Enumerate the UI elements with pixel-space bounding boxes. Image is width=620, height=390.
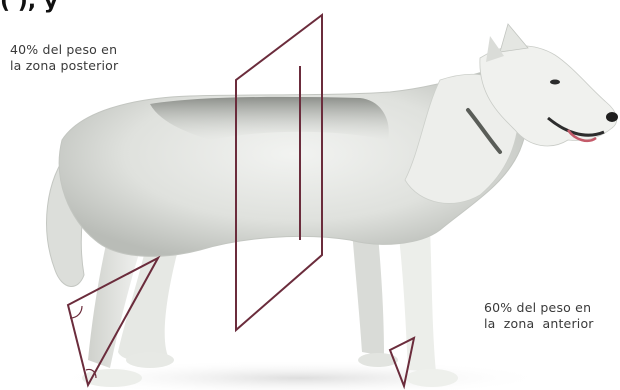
posterior-label-line-1: 40% del peso en (10, 42, 118, 58)
posterior-label-line-2: la zona posterior (10, 58, 118, 74)
dog-nose (606, 112, 618, 122)
anterior-label-line-1: 60% del peso en (484, 300, 594, 316)
anterior-weight-label: 60% del peso en la zona anterior (484, 300, 594, 332)
dog-eye (550, 80, 560, 85)
dog-front-paw-2 (406, 369, 458, 387)
dog-front-leg-back (352, 230, 384, 356)
dog-ear-right (500, 24, 528, 52)
anterior-label-line-2: la zona anterior (484, 316, 594, 332)
posterior-weight-label: 40% del peso en la zona posterior (10, 42, 118, 74)
dog-hind-paw-2 (126, 352, 174, 368)
dog-front-leg-front (398, 228, 436, 372)
